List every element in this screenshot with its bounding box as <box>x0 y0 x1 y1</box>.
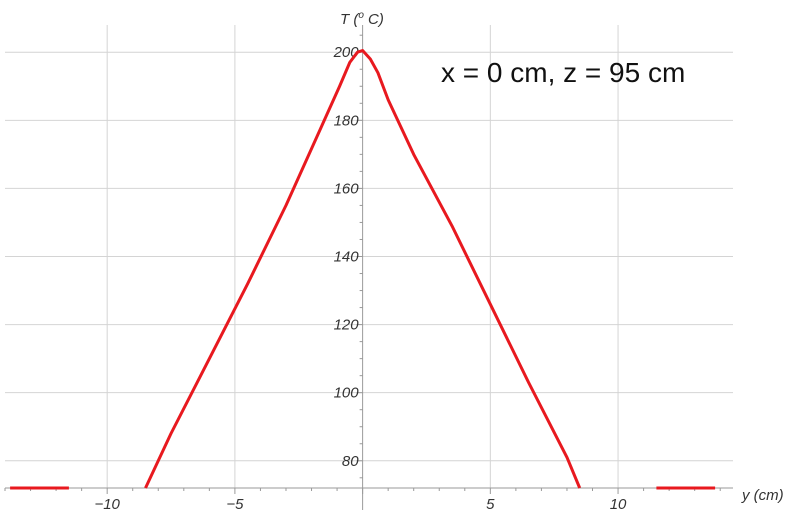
y-tick-label: 160 <box>334 180 360 197</box>
axes <box>5 25 733 510</box>
y-tick-label: 180 <box>334 112 360 129</box>
tick-marks <box>4 34 721 494</box>
x-tick-label: 5 <box>486 496 495 513</box>
y-tick-label: 100 <box>334 385 360 402</box>
x-tick-label: −10 <box>94 496 120 513</box>
temperature-line <box>144 49 582 489</box>
y-tick-label: 80 <box>342 453 359 470</box>
data-series <box>10 49 716 490</box>
y-tick-label: 120 <box>334 317 360 334</box>
x-axis-label: y (cm) <box>741 487 784 504</box>
x-tick-label: 10 <box>610 496 627 513</box>
chart-annotation: x = 0 cm, z = 95 cm <box>441 57 685 88</box>
y-tick-label: 140 <box>334 249 360 266</box>
y-axis-label: T (o C) <box>340 10 384 28</box>
grid-lines <box>5 25 733 488</box>
x-tick-label: −5 <box>226 496 244 513</box>
